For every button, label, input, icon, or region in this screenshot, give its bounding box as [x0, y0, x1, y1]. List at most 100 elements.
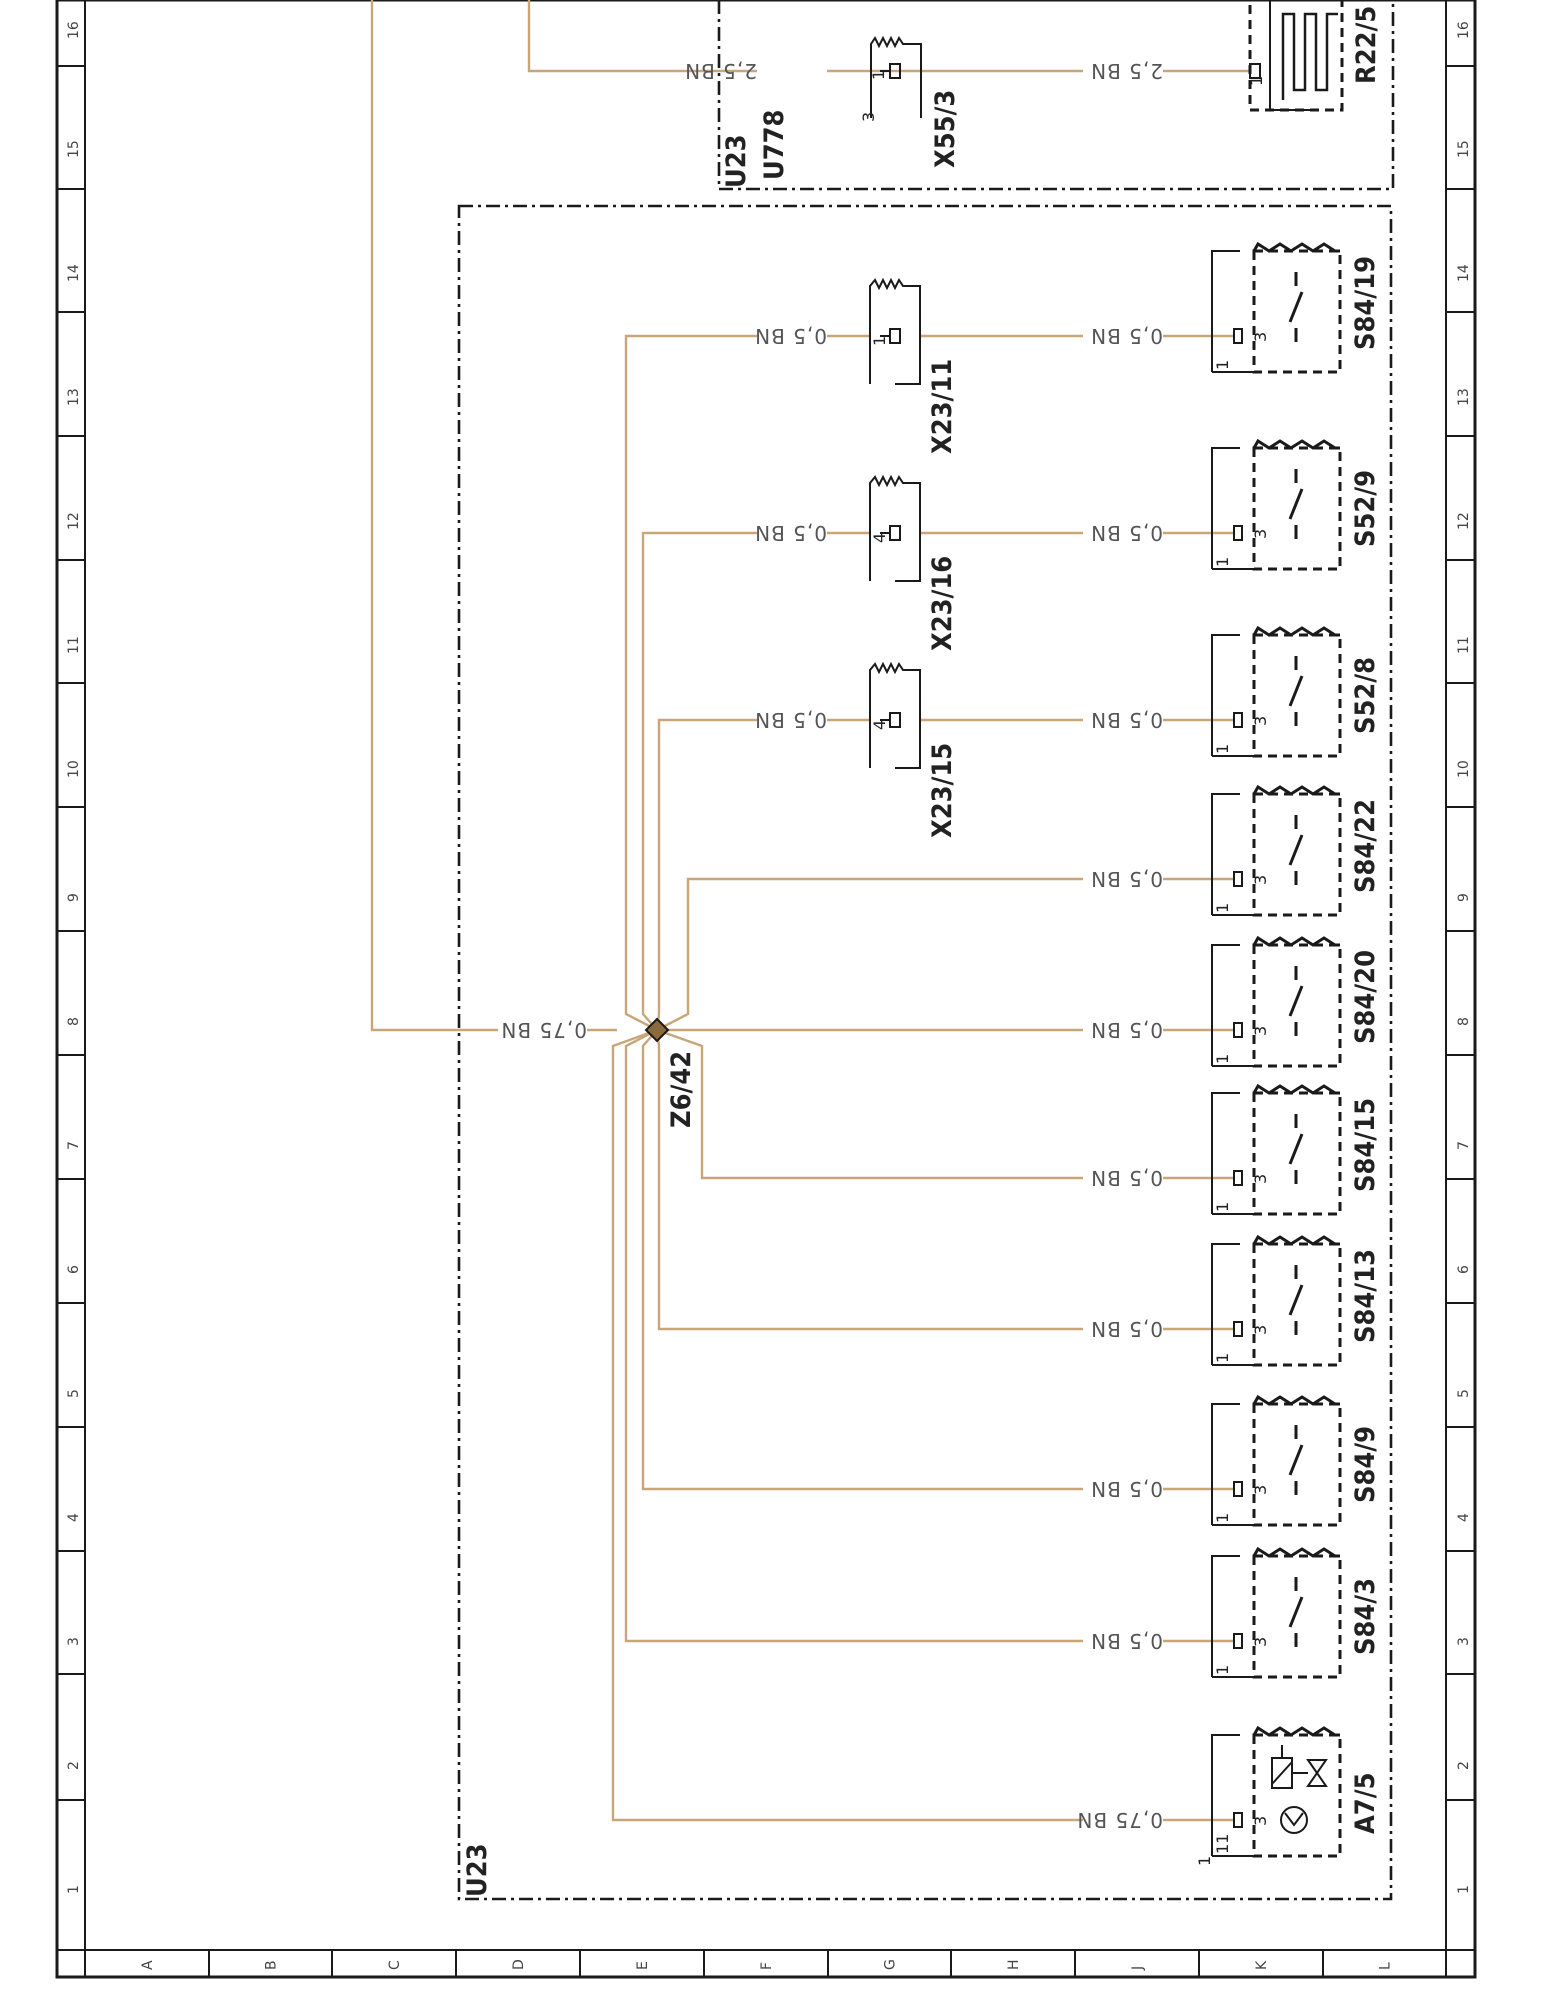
wire-gauge-label: 0,5 BN [1090, 1317, 1163, 1341]
wire-gauge-label: 0,5 BN [1090, 1629, 1163, 1653]
pin-number: 1 [1213, 744, 1232, 754]
grid-row-label: 8 [1456, 1017, 1472, 1026]
grid-row-label: 6 [1456, 1265, 1472, 1274]
connector-x55-3: 1 3 X55/3 [859, 35, 961, 168]
grid-column-label: A [140, 1960, 156, 1970]
component-label: S52/9 [1350, 470, 1381, 547]
switch-icon [1288, 469, 1304, 539]
switch-icon [1288, 1114, 1304, 1184]
component-label: S84/22 [1350, 799, 1381, 893]
branch-wire [656, 1028, 1083, 1180]
grid-column-label: G [883, 1959, 899, 1970]
pin-number: 4 [870, 533, 889, 543]
switch-icon [1288, 815, 1304, 885]
pin-number: 3 [1251, 332, 1270, 342]
wire-gauge-label: 0,5 BN [1090, 1166, 1163, 1190]
branch-wire [655, 1029, 1083, 1331]
pin-number: 1 [870, 336, 889, 346]
grid-row-label: 1 [66, 1885, 82, 1894]
branch-wire [641, 1029, 1083, 1491]
grid-row-label: 14 [1456, 264, 1472, 282]
pin-number: 3 [1251, 1485, 1270, 1495]
grid-row-label: 9 [1456, 893, 1472, 902]
grid-column-label: J [1130, 1966, 1146, 1971]
pin-number: 3 [1251, 1174, 1270, 1184]
pin-number: 3 [1251, 1325, 1270, 1335]
pin-number: 1 [1195, 1856, 1214, 1866]
grid-column-label: K [1254, 1960, 1270, 1970]
component-label: S84/15 [1350, 1098, 1381, 1192]
switch-icon [1288, 656, 1304, 726]
wire-gauge-label: 2,5 BN [684, 59, 757, 83]
grid-row-label: 16 [1456, 21, 1472, 39]
grid-row-label: 16 [66, 21, 82, 39]
upper-branch-wire [527, 0, 757, 73]
area-frames: U23 U23 U778 [457, 0, 1395, 1901]
branch-wire [655, 718, 757, 1031]
wire-gauge-label: 0,75 BN [1076, 1808, 1163, 1832]
upper-feed-wire [370, 0, 470, 1032]
switch-icon [1288, 272, 1304, 342]
grid-column-label: E [635, 1961, 651, 1970]
wire-gauge-label: 0,5 BN [754, 324, 827, 348]
valve-icon [1271, 1745, 1328, 1834]
wire-gauge-label: 0,5 BN [1090, 1018, 1163, 1042]
upper-circuit: 2,5 BN 2,5 BN 1 3 X55/3 1 R22/5 [370, 0, 1382, 1032]
grid-row-label: 13 [66, 388, 82, 406]
switch-icon [1288, 1265, 1304, 1335]
branch-wire [656, 877, 1083, 1032]
connector-label: X55/3 [930, 90, 961, 168]
wire-gauge-label: 2,5 BN [1090, 59, 1163, 83]
component-label: A7/5 [1350, 1773, 1381, 1834]
wire-gauge-label: 0,5 BN [1090, 708, 1163, 732]
grid-row-label: 1 [1456, 1885, 1472, 1894]
area-label-u23-upper: U23 [721, 134, 752, 188]
pin-number: 1 [1213, 1353, 1232, 1363]
pin-number: 4 [870, 720, 889, 730]
wire-gauge-label: 0,5 BN [1090, 521, 1163, 545]
pin-number: 1 [1213, 557, 1232, 567]
grid-row-label: 11 [1456, 636, 1472, 654]
grid-row-label: 10 [66, 760, 82, 778]
grid-row-label: 4 [1456, 1513, 1472, 1522]
wire-gauge-label: 0,5 BN [1090, 324, 1163, 348]
pin-number: 1 [1213, 1513, 1232, 1523]
pin-number: 1 [1213, 903, 1232, 913]
pin-number: 11 [1213, 1834, 1232, 1854]
component-label: S84/19 [1350, 256, 1381, 350]
grid-row-label: 4 [66, 1513, 82, 1522]
grid-row-label: 3 [1456, 1637, 1472, 1646]
grid-column-label: B [264, 1960, 280, 1970]
connector-label: X23/11 [927, 359, 958, 454]
area-label-u778: U778 [759, 110, 790, 180]
grid-row-label: 2 [1456, 1761, 1472, 1770]
heater-r22-5: 1 R22/5 [1247, 0, 1382, 112]
splice-label: Z6/42 [666, 1051, 697, 1128]
pin-number: 3 [1251, 1026, 1270, 1036]
grid-row-label: 10 [1456, 760, 1472, 778]
grid-column-label: D [511, 1959, 527, 1970]
wire-gauge-label: 0,5 BN [754, 521, 827, 545]
pin-number: 1 [1213, 360, 1232, 370]
grid-row-label: 8 [66, 1017, 82, 1026]
